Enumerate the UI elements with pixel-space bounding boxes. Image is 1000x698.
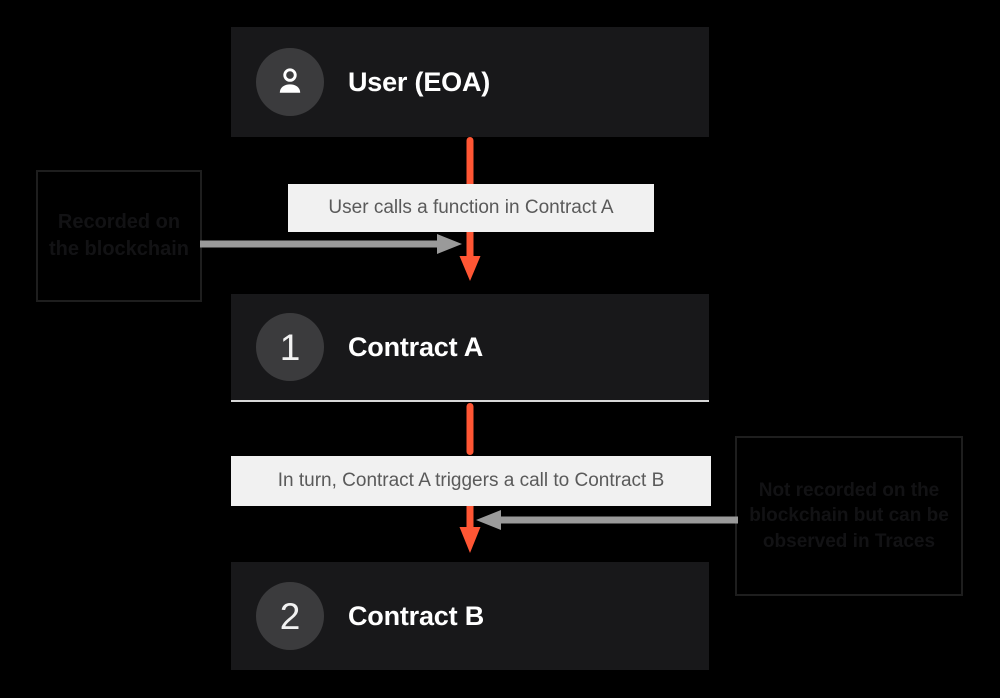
step-number-badge-2: 2 bbox=[256, 582, 324, 650]
step-label-2: In turn, Contract A triggers a call to C… bbox=[231, 456, 711, 506]
node-user[interactable]: User (EOA) bbox=[231, 27, 709, 137]
step-number-2: 2 bbox=[279, 595, 301, 637]
step-number-badge-1: 1 bbox=[256, 313, 324, 381]
annotation-left-text: Recorded on the blockchain bbox=[48, 211, 190, 260]
avatar bbox=[256, 48, 324, 116]
annotation-recorded-on-blockchain: Recorded on the blockchain bbox=[36, 170, 202, 302]
annotation-arrow-right bbox=[476, 508, 738, 532]
node-contract-a[interactable]: 1 Contract A bbox=[231, 294, 709, 402]
flow-arrow-contract-a-to-contract-b bbox=[458, 403, 482, 553]
node-user-label: User (EOA) bbox=[348, 66, 491, 97]
node-contract-b-label: Contract B bbox=[348, 600, 485, 631]
flow-arrow-user-to-contract-a bbox=[458, 137, 482, 281]
node-contract-b[interactable]: 2 Contract B bbox=[231, 562, 709, 670]
step-label-1-text: User calls a function in Contract A bbox=[328, 197, 614, 218]
step-label-2-text: In turn, Contract A triggers a call to C… bbox=[277, 470, 665, 491]
step-number-1: 1 bbox=[279, 326, 301, 368]
annotation-right-text: Not recorded on the blockchain but can b… bbox=[749, 479, 949, 552]
annotation-not-recorded-traces: Not recorded on the blockchain but can b… bbox=[735, 436, 963, 596]
person-icon bbox=[279, 68, 301, 93]
annotation-arrow-left bbox=[200, 232, 462, 256]
node-contract-a-label: Contract A bbox=[348, 331, 484, 362]
step-label-1: User calls a function in Contract A bbox=[288, 184, 654, 232]
